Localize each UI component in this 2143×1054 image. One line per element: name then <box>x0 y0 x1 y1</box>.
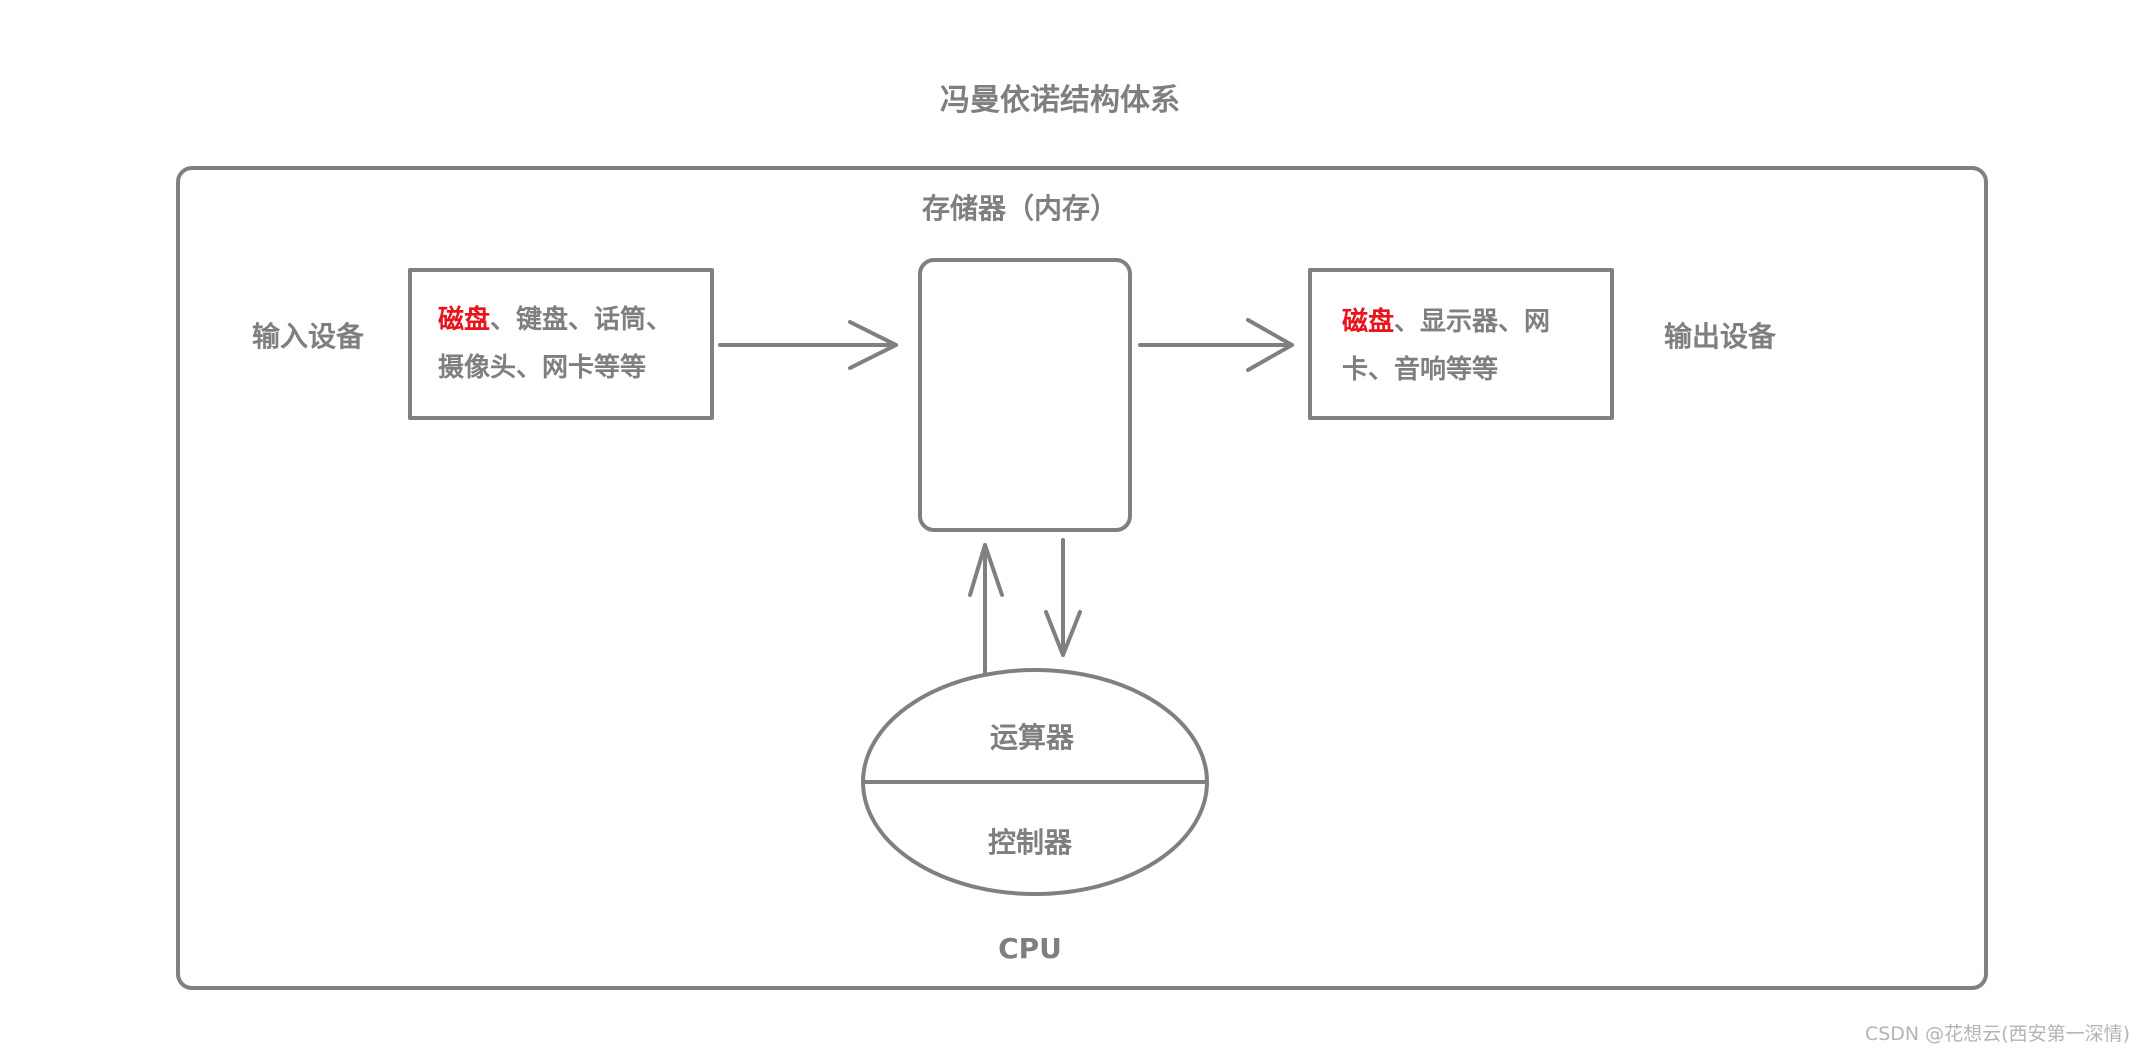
watermark: CSDN @花想云(西安第一深情) <box>1865 1023 2130 1045</box>
arrow-input-to-memory <box>718 320 898 370</box>
arrow-memory-to-cpu <box>1044 538 1082 657</box>
control-unit-label: 控制器 <box>988 826 1073 859</box>
output-highlight-disk: 磁盘 <box>1342 306 1394 337</box>
output-device-box <box>1308 268 1614 420</box>
system-boundary <box>176 166 1988 990</box>
cpu-label: CPU <box>998 932 1062 965</box>
diagram-title: 冯曼依诺结构体系 <box>940 83 1180 118</box>
input-device-line1: 磁盘、键盘、话筒、 <box>438 304 672 335</box>
alu-label: 运算器 <box>990 721 1075 754</box>
output-line1-rest: 、显示器、网 <box>1394 307 1550 337</box>
output-device-label: 输出设备 <box>1664 320 1777 353</box>
input-device-box <box>408 268 714 420</box>
arrow-memory-to-output <box>1138 318 1294 372</box>
output-device-line2: 卡、音响等等 <box>1342 354 1498 385</box>
memory-box <box>918 258 1132 532</box>
input-device-label: 输入设备 <box>252 320 365 353</box>
input-line1-rest: 、键盘、话筒、 <box>490 304 672 335</box>
input-device-line2: 摄像头、网卡等等 <box>438 352 646 383</box>
output-device-line1: 磁盘、显示器、网 <box>1342 306 1550 337</box>
arrow-cpu-to-memory <box>968 543 1004 674</box>
memory-label: 存储器（内存） <box>922 192 1118 225</box>
input-highlight-disk: 磁盘 <box>438 304 490 335</box>
